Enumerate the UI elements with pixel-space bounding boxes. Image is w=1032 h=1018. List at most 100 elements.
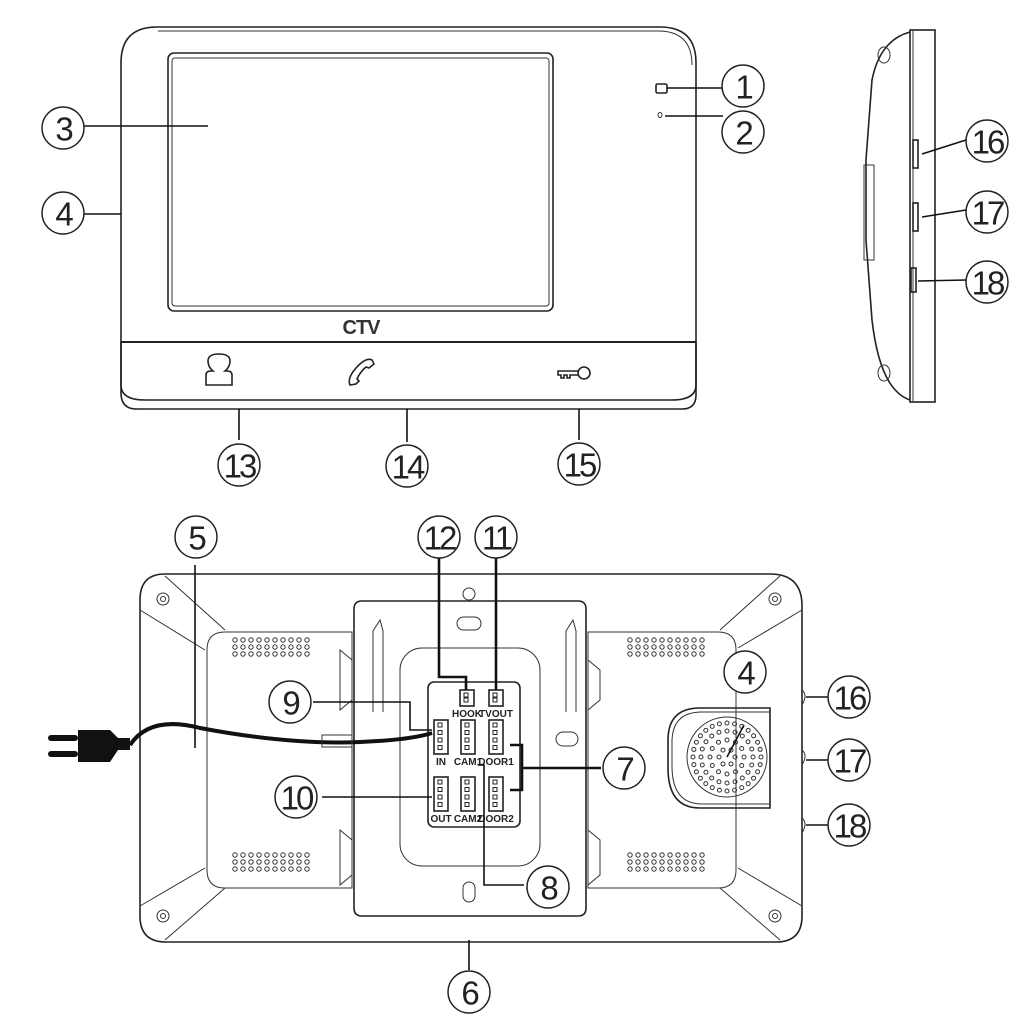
- callout-mounting-bracket: 6: [447, 970, 491, 1014]
- speaker-hole: [739, 746, 745, 751]
- callout-rear-side-switch: 18: [827, 803, 871, 847]
- person-icon: [205, 353, 233, 386]
- callout-number: 4: [737, 655, 755, 692]
- callout-circle: [965, 119, 1009, 163]
- callout-number: 12: [424, 520, 456, 557]
- vent-hole: [296, 859, 302, 865]
- talk-button[interactable]: [348, 358, 376, 386]
- side-control-2[interactable]: [912, 202, 919, 232]
- unlock-button[interactable]: [557, 366, 591, 380]
- vent-hole: [667, 866, 673, 872]
- vent-hole: [667, 637, 673, 643]
- vent-hole: [675, 637, 681, 643]
- speaker-hole: [698, 754, 704, 760]
- vent-hole: [683, 651, 689, 657]
- speaker-hole: [732, 787, 738, 793]
- speaker-hole: [739, 775, 745, 781]
- vent-hole: [240, 651, 246, 657]
- port-door2[interactable]: DOOR2: [478, 776, 514, 825]
- screw-center: [772, 596, 778, 602]
- vent-hole: [651, 637, 657, 643]
- vent-hole: [296, 852, 302, 858]
- speaker-hole: [699, 762, 705, 768]
- cord-clip: [321, 734, 353, 748]
- callout-camera-ports: 8: [526, 865, 570, 909]
- rear-ribs-left: [139, 575, 226, 941]
- vent-hole: [232, 651, 238, 657]
- vent-hole: [288, 644, 294, 650]
- callout-indicator-led: 1: [721, 64, 765, 108]
- port-label-cam2: CAM2: [454, 814, 483, 825]
- vent-hole: [635, 637, 641, 643]
- speaker-hole: [693, 739, 699, 745]
- vent-hole: [280, 651, 286, 657]
- speaker-hole: [755, 769, 761, 775]
- vent-hole: [643, 859, 649, 865]
- side-switch[interactable]: [910, 267, 917, 293]
- port-out[interactable]: OUT: [430, 776, 452, 825]
- port-in[interactable]: IN: [433, 719, 449, 768]
- speaker-hole: [751, 775, 757, 781]
- side-screw-top: [877, 46, 891, 64]
- screw-center: [160, 596, 166, 602]
- vent-hole: [232, 637, 238, 643]
- vent-hole: [691, 651, 697, 657]
- port-cam2[interactable]: CAM2: [454, 776, 483, 825]
- vent-hole: [699, 644, 705, 650]
- speaker-hole: [749, 762, 755, 768]
- vent-hole: [683, 859, 689, 865]
- port-label-in: IN: [436, 757, 446, 768]
- speaker-hole: [720, 761, 726, 767]
- vent-hole: [288, 651, 294, 657]
- callout-in-port: 9: [268, 680, 312, 724]
- vent-hole: [691, 644, 697, 650]
- speaker-hole: [724, 771, 730, 777]
- port-door1[interactable]: DOOR1: [478, 719, 514, 768]
- side-profile-front: [909, 29, 936, 403]
- power-cord: [128, 722, 433, 747]
- side-screw-bottom: [877, 364, 891, 382]
- speaker-holes: [690, 720, 764, 794]
- vent-hole: [248, 651, 254, 657]
- screw-icon: [156, 909, 170, 923]
- callout-circle: [41, 191, 85, 235]
- callout-side-control-1: 16: [965, 119, 1009, 163]
- callout-circle: [474, 515, 518, 559]
- speaker-hole: [716, 721, 722, 727]
- vent-hole: [635, 651, 641, 657]
- callout-door-ports: 7: [602, 746, 646, 790]
- rear-side-buttons[interactable]: [801, 689, 806, 834]
- speaker-hole: [739, 733, 745, 739]
- callout-microphone: 2: [721, 110, 765, 154]
- monitor-button[interactable]: [205, 353, 233, 386]
- vent-hole: [304, 651, 310, 657]
- callout-circle: [217, 443, 261, 487]
- vent-hole: [651, 644, 657, 650]
- port-tvout[interactable]: TVOUT: [479, 689, 513, 720]
- speaker-hole: [741, 754, 747, 760]
- port-cam1[interactable]: CAM1: [454, 719, 483, 768]
- side-control-1[interactable]: [912, 139, 919, 169]
- vent-hole: [699, 859, 705, 865]
- callout-hook-port: 12: [417, 515, 461, 559]
- vent-hole: [264, 859, 270, 865]
- vent-hole: [659, 866, 665, 872]
- speaker-hole: [739, 763, 745, 768]
- vent-hole: [683, 852, 689, 858]
- microphone-icon: [657, 112, 663, 118]
- callout-circle: [526, 865, 570, 909]
- power-plug-icon[interactable]: [78, 730, 130, 762]
- vent-hole: [659, 637, 665, 643]
- vent-hole: [643, 852, 649, 858]
- speaker-hole: [732, 754, 738, 760]
- speaker-hole: [699, 746, 705, 752]
- vent-hole: [256, 637, 262, 643]
- callout-speaker: 4: [41, 191, 85, 235]
- display: [167, 52, 554, 312]
- speaker-hole: [693, 769, 699, 775]
- speaker-hole: [716, 754, 722, 760]
- front-view: CTV: [120, 26, 697, 410]
- screw-icon: [768, 909, 782, 923]
- callout-rear-side-control-2: 17: [827, 738, 871, 782]
- callout-circle: [268, 680, 312, 724]
